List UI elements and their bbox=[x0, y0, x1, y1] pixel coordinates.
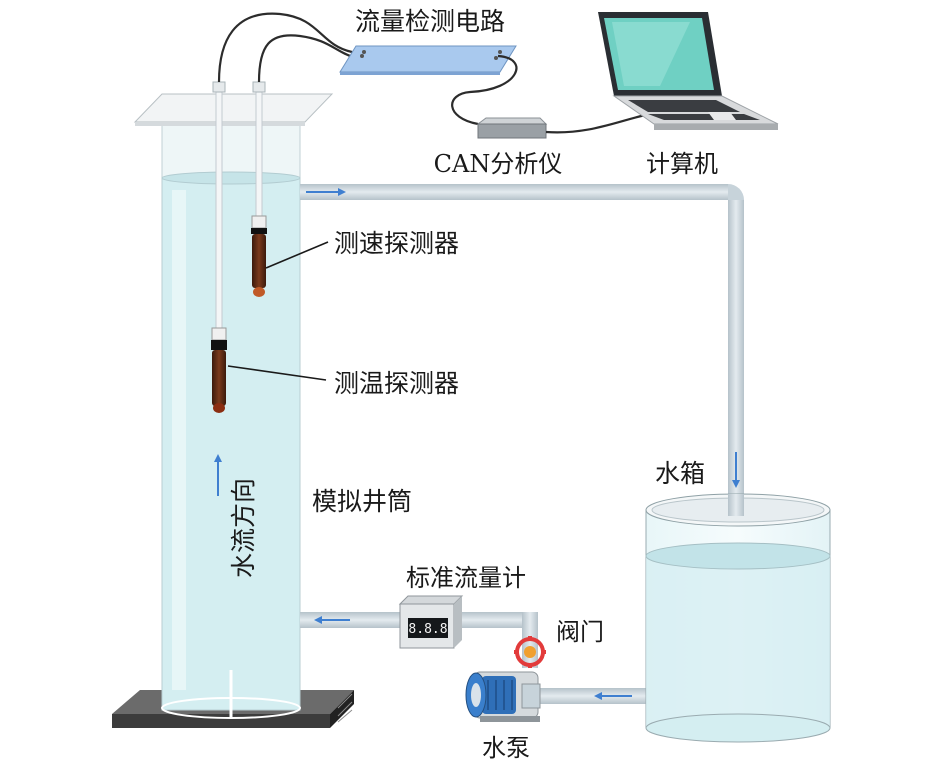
pump-icon bbox=[465, 671, 541, 722]
water-tank-label: 水箱 bbox=[655, 459, 705, 488]
valve-icon bbox=[514, 636, 546, 668]
flowmeter-icon bbox=[398, 595, 464, 649]
probe-cables bbox=[217, 12, 357, 83]
water-tank bbox=[645, 493, 831, 743]
can-cable bbox=[451, 54, 518, 126]
laptop-icon bbox=[598, 12, 779, 130]
simulated-wellbore bbox=[112, 93, 354, 728]
flow-circuit-label: 流量检测电路 bbox=[355, 7, 505, 36]
speed-probe-label: 测速探测器 bbox=[334, 229, 459, 258]
temp-probe bbox=[211, 327, 227, 413]
flowmeter-label: 标准流量计 bbox=[406, 564, 526, 592]
computer-label: 计算机 bbox=[646, 150, 718, 178]
usb-cable bbox=[545, 112, 651, 134]
flowmeter-display: 8.8.8 bbox=[408, 622, 447, 637]
speed-probe bbox=[251, 215, 267, 297]
temp-probe-label: 测温探测器 bbox=[334, 369, 459, 398]
outlet-pipe bbox=[300, 184, 744, 514]
valve-label: 阀门 bbox=[556, 618, 604, 646]
pump-label: 水泵 bbox=[482, 734, 530, 762]
flow-direction-label: 水流方向 bbox=[229, 478, 258, 578]
can-analyzer-label: CAN分析仪 bbox=[434, 150, 563, 178]
flow-detection-circuit bbox=[339, 45, 517, 75]
callout-lines bbox=[227, 241, 329, 381]
return-pipe bbox=[300, 612, 646, 704]
wellbore-label: 模拟井筒 bbox=[312, 487, 412, 516]
can-analyzer-icon bbox=[476, 117, 548, 139]
flow-arrows bbox=[214, 188, 740, 700]
